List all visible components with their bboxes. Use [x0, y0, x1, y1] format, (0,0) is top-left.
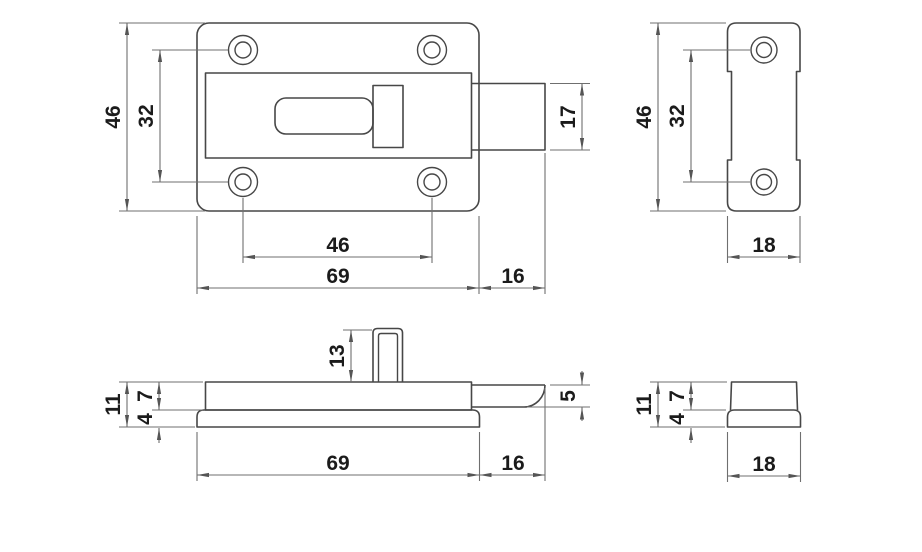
side-screw-holes [750, 36, 778, 196]
end-flange [726, 409, 802, 428]
dim-label-bottom-plate-thickness: 7 [134, 390, 157, 402]
dim-label-bottom-overall-thickness: 11 [102, 393, 125, 416]
bottom-knob-inner [377, 332, 399, 382]
dim-label-bottom-body-width: 69 [326, 452, 349, 475]
dim-label-front-bolt-height: 17 [557, 105, 580, 128]
dim-label-bottom-bolt-thickness: 5 [557, 390, 580, 402]
dim-label-front-hole-spacing-v: 32 [135, 104, 158, 127]
dim-label-front-overall-height: 46 [102, 105, 125, 128]
dim-label-side-hole-spacing-v: 32 [666, 104, 689, 127]
front-screw-holes [227, 34, 448, 198]
dim-label-end-plate-thickness: 7 [666, 390, 689, 402]
dim-label-end-width: 18 [752, 453, 776, 476]
dim-label-side-overall-height: 46 [633, 105, 656, 128]
bottom-knob-outer [372, 327, 404, 382]
front-knob-block [372, 84, 404, 149]
side-body-outline [726, 22, 801, 212]
front-bolt [471, 82, 546, 151]
dim-label-front-bolt-extension: 16 [501, 265, 524, 288]
front-view: 46 32 17 46 69 16 [102, 22, 590, 294]
dim-label-front-body-width: 69 [326, 265, 349, 288]
dim-label-end-overall-thickness: 11 [633, 393, 656, 416]
dim-label-end-flange-thickness: 4 [666, 413, 689, 425]
bottom-plate-outline [204, 381, 473, 411]
front-plate-outline [196, 22, 480, 212]
side-view: 46 32 18 [633, 22, 801, 263]
dim-label-bottom-flange-thickness: 4 [134, 413, 157, 425]
bottom-bolt [471, 384, 546, 408]
dim-label-bottom-knob-height: 13 [326, 344, 349, 367]
bottom-view: 13 11 7 4 5 69 16 [102, 327, 590, 481]
dim-label-side-width: 18 [752, 234, 776, 257]
end-plate-outline [729, 381, 799, 411]
end-view: 11 7 4 18 [633, 381, 802, 482]
dim-label-front-hole-spacing-h: 46 [326, 234, 349, 257]
bottom-flange [196, 409, 481, 428]
front-slide-bar [274, 97, 374, 135]
dim-label-bottom-bolt-extension: 16 [501, 452, 524, 475]
front-slide-channel [204, 72, 473, 159]
